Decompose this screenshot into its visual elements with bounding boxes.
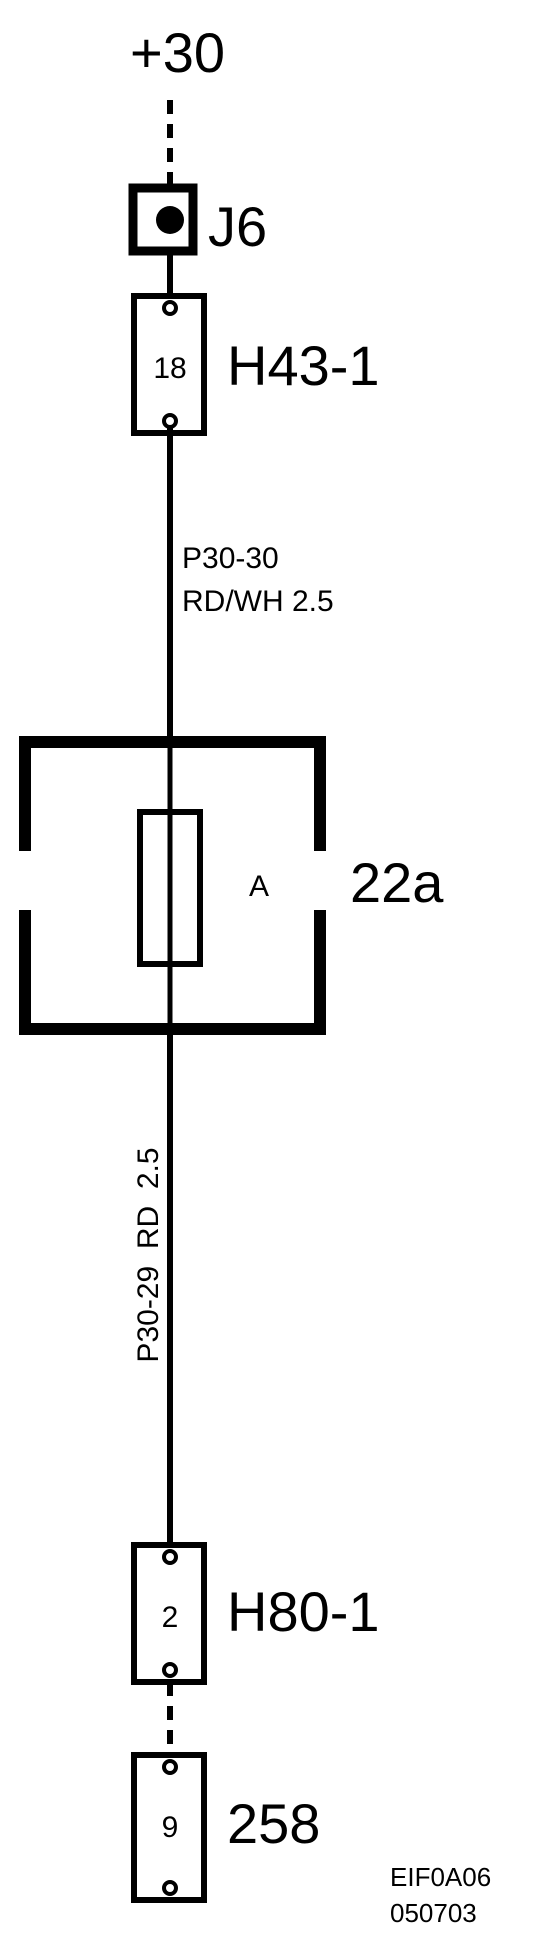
splice-dot [156,206,184,234]
connector-258-bottom-pin [162,1880,178,1896]
connector-h80-label: H80-1 [227,1580,380,1643]
connector-h80-top-pin [162,1549,178,1565]
doc-code-line2: 050703 [390,1898,477,1928]
connector-258-box [131,1752,207,1903]
connector-h80-bottom-pin [162,1662,178,1678]
connector-h80-pin-number: 2 [162,1601,179,1634]
connector-h43-bottom-pin [162,413,178,429]
splice-label: J6 [208,195,267,258]
fuse-inner-label: A [249,870,269,903]
supply-label: +30 [130,21,225,84]
connector-258-top-pin [162,1759,178,1775]
wire-p30-29-label: P30-29 RD 2.5 [132,1147,165,1362]
connector-h43-label: H43-1 [227,334,380,397]
connector-h80-box [131,1542,207,1685]
connector-258-label: 258 [227,1792,320,1855]
connector-h43-pin-number: 18 [153,352,186,385]
fuse-label: 22a [350,851,444,914]
wire-p30-30-spec: RD/WH 2.5 [182,585,334,618]
wire-p30-30-code: P30-30 [182,542,279,575]
doc-code-line1: EIF0A06 [390,1862,491,1892]
connector-h43-top-pin [162,300,178,316]
connector-258-pin-number: 9 [162,1811,179,1844]
